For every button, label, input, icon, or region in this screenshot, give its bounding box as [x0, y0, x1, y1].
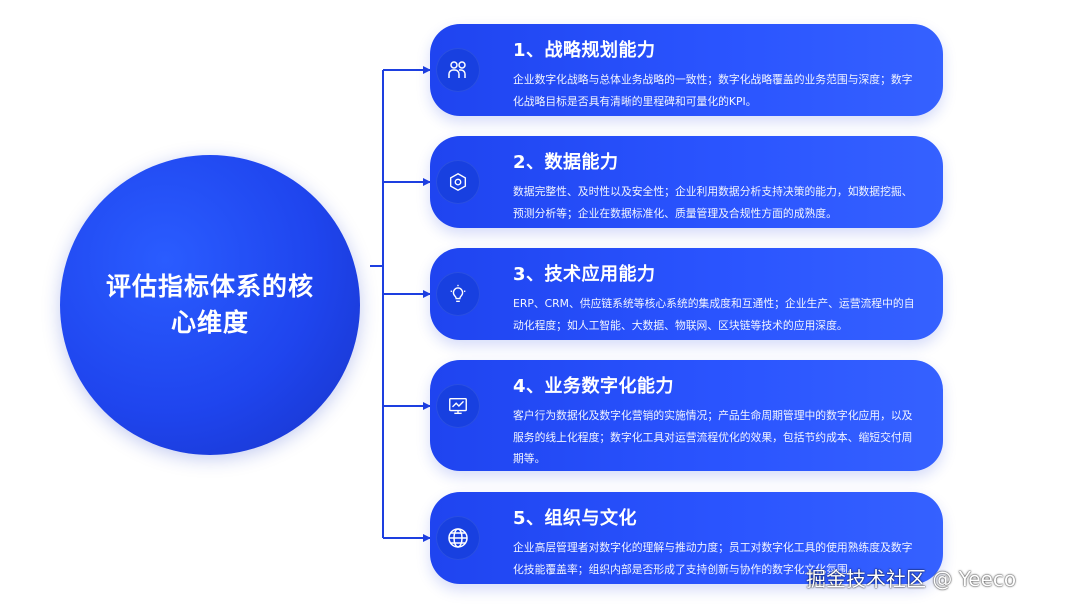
card-description: 企业数字化战略与总体业务战略的一致性；数字化战略覆盖的业务范围与深度；数字化战略… — [513, 73, 913, 108]
hexagon-gear-icon — [436, 160, 480, 204]
card-description: 客户行为数据化及数字化营销的实施情况；产品生命周期管理中的数字化应用，以及服务的… — [513, 409, 913, 465]
dimension-card-data: 2、数据能力 数据完整性、及时性以及安全性；企业利用数据分析支持决策的能力，如数… — [430, 136, 943, 228]
dimension-card-organization: 5、组织与文化 企业高层管理者对数字化的理解与推动力度；员工对数字化工具的使用熟… — [430, 492, 943, 584]
dimension-card-strategy: 1、战略规划能力 企业数字化战略与总体业务战略的一致性；数字化战略覆盖的业务范围… — [430, 24, 943, 116]
card-description: 企业高层管理者对数字化的理解与推动力度；员工对数字化工具的使用熟练度及数字化技能… — [513, 541, 913, 576]
dimension-card-technology: 3、技术应用能力 ERP、CRM、供应链系统等核心系统的集成度和互通性；企业生产… — [430, 248, 943, 340]
card-title: 2、数据能力 — [513, 152, 619, 173]
watermark: 掘金技术社区 @ Yeeco — [806, 567, 1017, 591]
dimension-card-business: 4、业务数字化能力 客户行为数据化及数字化营销的实施情况；产品生命周期管理中的数… — [430, 360, 943, 471]
card-title: 3、技术应用能力 — [513, 264, 656, 285]
card-title: 4、业务数字化能力 — [513, 376, 675, 397]
center-circle: 评估指标体系的核心维度 — [60, 155, 360, 455]
card-title: 1、战略规划能力 — [513, 40, 656, 61]
people-icon — [436, 48, 480, 92]
globe-icon — [436, 516, 480, 560]
card-description: 数据完整性、及时性以及安全性；企业利用数据分析支持决策的能力，如数据挖掘、预测分… — [513, 185, 913, 220]
lightbulb-icon — [436, 272, 480, 316]
center-title: 评估指标体系的核心维度 — [105, 272, 314, 337]
monitor-chart-icon — [436, 384, 480, 428]
card-description: ERP、CRM、供应链系统等核心系统的集成度和互通性；企业生产、运营流程中的自动… — [513, 297, 915, 332]
card-title: 5、组织与文化 — [513, 508, 638, 529]
